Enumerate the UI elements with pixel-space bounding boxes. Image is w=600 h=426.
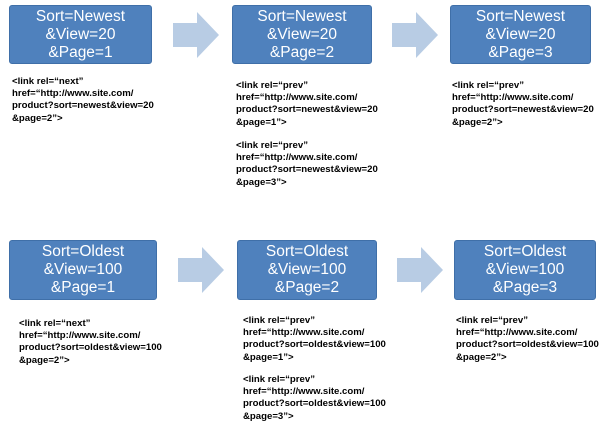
- arrow-shape: [392, 12, 438, 58]
- note-line: <link rel=“prev”: [243, 374, 315, 385]
- box-line: Sort=Oldest: [265, 243, 349, 260]
- note-line: &page=1”>: [243, 351, 294, 363]
- note-line: &page=3”>: [243, 410, 294, 422]
- link-tag-note: <link rel=“prev” href=“http://www.site.c…: [452, 80, 594, 129]
- note-line: href=“http://www.site.com/: [456, 327, 578, 339]
- link-tag-note: <link rel=“next” href=“http://www.site.c…: [19, 318, 162, 367]
- note-line: href=“http://www.site.com/: [19, 330, 141, 342]
- page-box-oldest-2: Sort=Oldest &View=100 &Page=2: [237, 240, 377, 300]
- note-line: &page=2”>: [456, 351, 507, 363]
- box-line: Sort=Newest: [35, 7, 126, 25]
- note-line: product?sort=newest&view=20: [12, 100, 154, 112]
- arrow-shape: [173, 12, 219, 58]
- note-line: href=“http://www.site.com/: [12, 88, 134, 100]
- note-line: <link rel=“prev”: [456, 315, 528, 326]
- box-line: &View=20: [45, 25, 116, 43]
- right-arrow-icon: [178, 247, 224, 293]
- note-line: &page=1”>: [236, 116, 287, 128]
- box-line: &Page=2: [274, 279, 340, 296]
- note-line: href=“http://www.site.com/: [236, 152, 358, 164]
- note-line: &page=2”>: [19, 354, 70, 366]
- note-line: product?sort=oldest&view=100: [19, 342, 162, 354]
- link-tag-note: <link rel=“prev” href=“http://www.site.c…: [236, 140, 378, 189]
- note-line: product?sort=oldest&view=100: [456, 339, 599, 351]
- link-tag-note: <link rel=“prev” href=“http://www.site.c…: [243, 374, 386, 423]
- right-arrow-icon: [173, 12, 219, 58]
- page-box-newest-2: Sort=Newest &View=20 &Page=2: [232, 5, 372, 64]
- box-line: &View=20: [485, 25, 556, 43]
- note-line: <link rel=“next”: [19, 318, 91, 329]
- arrow-shape: [178, 247, 224, 293]
- page-box-newest-3: Sort=Newest &View=20 &Page=3: [450, 5, 591, 64]
- note-line: <link rel=“prev”: [243, 315, 315, 326]
- box-line: &Page=1: [50, 279, 116, 296]
- note-line: <link rel=“prev”: [452, 80, 524, 91]
- box-line: Sort=Oldest: [483, 243, 567, 260]
- box-line: &View=100: [267, 261, 347, 278]
- note-line: product?sort=oldest&view=100: [243, 339, 386, 351]
- note-line: &page=2”>: [452, 116, 503, 128]
- note-line: product?sort=newest&view=20: [452, 104, 594, 116]
- box-line: &Page=2: [269, 43, 335, 61]
- box-line: Sort=Newest: [475, 7, 566, 25]
- note-line: href=“http://www.site.com/: [452, 92, 574, 104]
- right-arrow-icon: [397, 247, 443, 293]
- page-box-newest-1: Sort=Newest &View=20 &Page=1: [9, 5, 152, 64]
- note-line: <link rel=“prev”: [236, 80, 308, 91]
- link-tag-note: <link rel=“prev” href=“http://www.site.c…: [236, 80, 378, 129]
- box-line: &View=100: [485, 261, 565, 278]
- note-line: product?sort=newest&view=20: [236, 164, 378, 176]
- box-line: &Page=3: [488, 43, 553, 61]
- note-line: product?sort=oldest&view=100: [243, 398, 386, 410]
- link-tag-note: <link rel=“prev” href=“http://www.site.c…: [456, 315, 599, 364]
- box-line: &View=100: [43, 261, 123, 278]
- link-tag-note: <link rel=“next” href=“http://www.site.c…: [12, 76, 154, 125]
- note-line: href=“http://www.site.com/: [243, 327, 365, 339]
- right-arrow-icon: [392, 12, 438, 58]
- note-line: href=“http://www.site.com/: [236, 92, 358, 104]
- box-line: &View=20: [267, 25, 337, 43]
- link-tag-note: <link rel=“prev” href=“http://www.site.c…: [243, 315, 386, 364]
- box-line: &Page=1: [48, 43, 113, 61]
- note-line: <link rel=“prev”: [236, 140, 308, 151]
- note-line: &page=2”>: [12, 112, 63, 124]
- box-line: Sort=Oldest: [41, 243, 125, 260]
- page-box-oldest-1: Sort=Oldest &View=100 &Page=1: [9, 240, 157, 300]
- box-line: &Page=3: [492, 279, 558, 296]
- arrow-shape: [397, 247, 443, 293]
- note-line: <link rel=“next”: [12, 76, 84, 87]
- page-box-oldest-3: Sort=Oldest &View=100 &Page=3: [454, 240, 596, 300]
- note-line: &page=3”>: [236, 176, 287, 188]
- box-line: Sort=Newest: [257, 7, 347, 25]
- note-line: href=“http://www.site.com/: [243, 386, 365, 398]
- note-line: product?sort=newest&view=20: [236, 104, 378, 116]
